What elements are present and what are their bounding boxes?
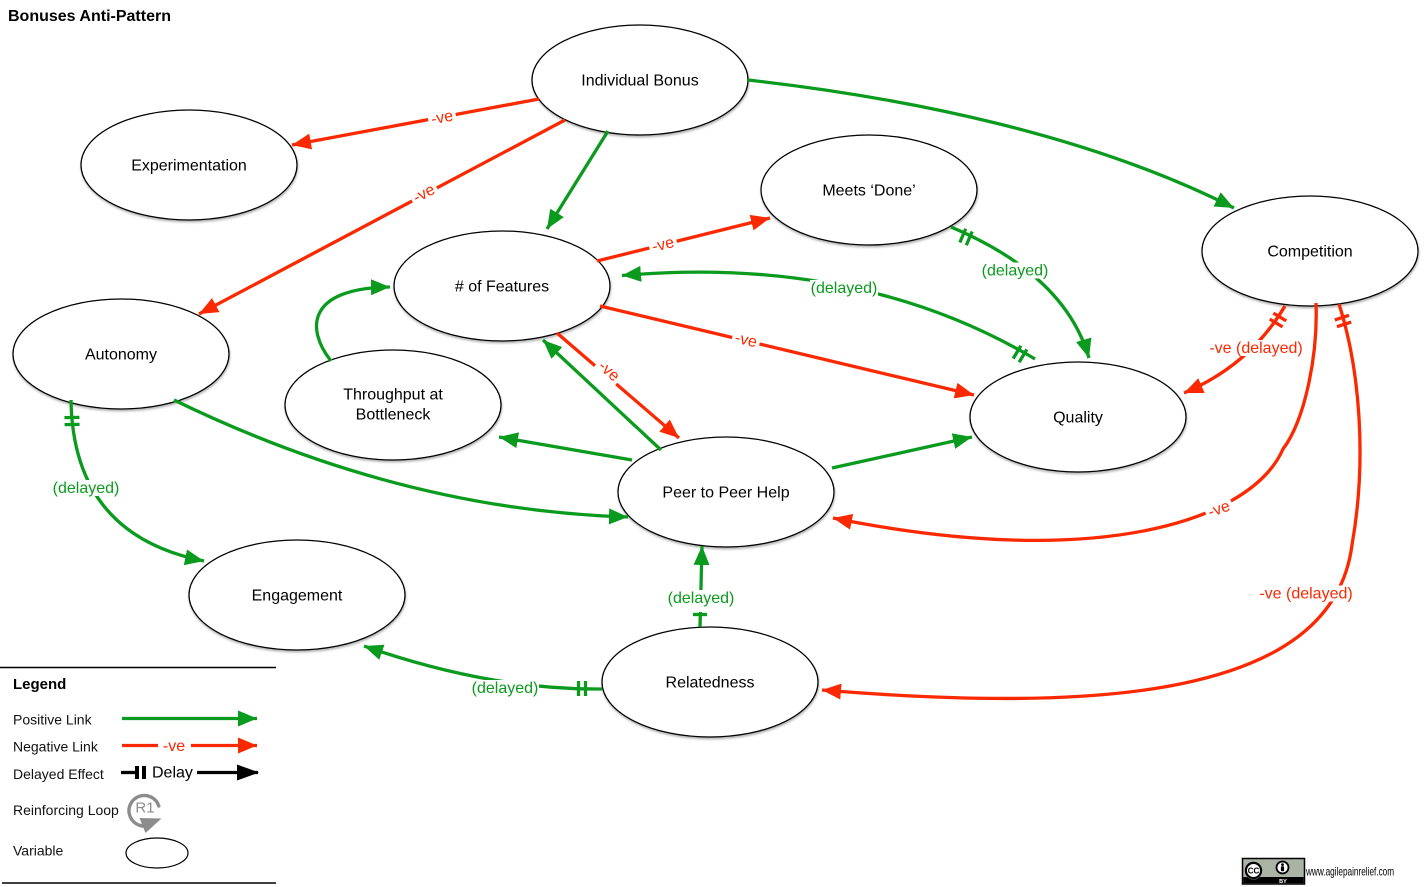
svg-text:-ve: -ve xyxy=(1206,498,1233,522)
svg-text:Individual Bonus: Individual Bonus xyxy=(581,73,698,90)
svg-text:Variable: Variable xyxy=(13,843,64,859)
svg-text:Bottleneck: Bottleneck xyxy=(356,407,432,424)
svg-text:Delay: Delay xyxy=(152,765,193,782)
svg-text:Negative Link: Negative Link xyxy=(13,739,99,755)
svg-text:-ve: -ve xyxy=(430,108,455,129)
svg-text:(delayed): (delayed) xyxy=(811,280,878,297)
svg-text:Meets ‘Done’: Meets ‘Done’ xyxy=(822,183,915,200)
svg-text:-ve (delayed): -ve (delayed) xyxy=(1209,340,1302,357)
svg-text:-ve: -ve xyxy=(163,738,185,755)
svg-text:Bonuses Anti-Pattern: Bonuses Anti-Pattern xyxy=(8,8,171,25)
svg-text:Quality: Quality xyxy=(1053,410,1103,427)
svg-text:BY: BY xyxy=(1279,879,1287,885)
svg-text:Delayed Effect: Delayed Effect xyxy=(13,766,104,782)
svg-text:Peer to Peer Help: Peer to Peer Help xyxy=(662,485,789,502)
svg-text:(delayed): (delayed) xyxy=(982,263,1049,280)
svg-text:Throughput at: Throughput at xyxy=(343,387,443,404)
svg-text:R1: R1 xyxy=(135,800,154,817)
svg-text:# of Features: # of Features xyxy=(455,279,549,296)
svg-text:Legend: Legend xyxy=(13,676,66,693)
svg-text:Engagement: Engagement xyxy=(252,588,343,605)
svg-text:(delayed): (delayed) xyxy=(472,680,539,697)
svg-text:Competition: Competition xyxy=(1267,244,1352,261)
svg-text:CC: CC xyxy=(1248,867,1260,876)
svg-text:-ve (delayed): -ve (delayed) xyxy=(1259,586,1352,603)
svg-text:www.agilepainrelief.com: www.agilepainrelief.com xyxy=(1305,866,1394,879)
svg-text:Experimentation: Experimentation xyxy=(131,158,247,175)
svg-text:-ve: -ve xyxy=(650,234,676,256)
svg-text:(delayed): (delayed) xyxy=(53,480,120,497)
svg-text:Positive Link: Positive Link xyxy=(13,712,93,728)
svg-text:Autonomy: Autonomy xyxy=(85,347,157,364)
svg-text:(delayed): (delayed) xyxy=(668,590,735,607)
svg-text:-ve: -ve xyxy=(733,330,759,352)
svg-text:Reinforcing Loop: Reinforcing Loop xyxy=(13,802,119,818)
svg-text:Relatedness: Relatedness xyxy=(666,675,755,692)
